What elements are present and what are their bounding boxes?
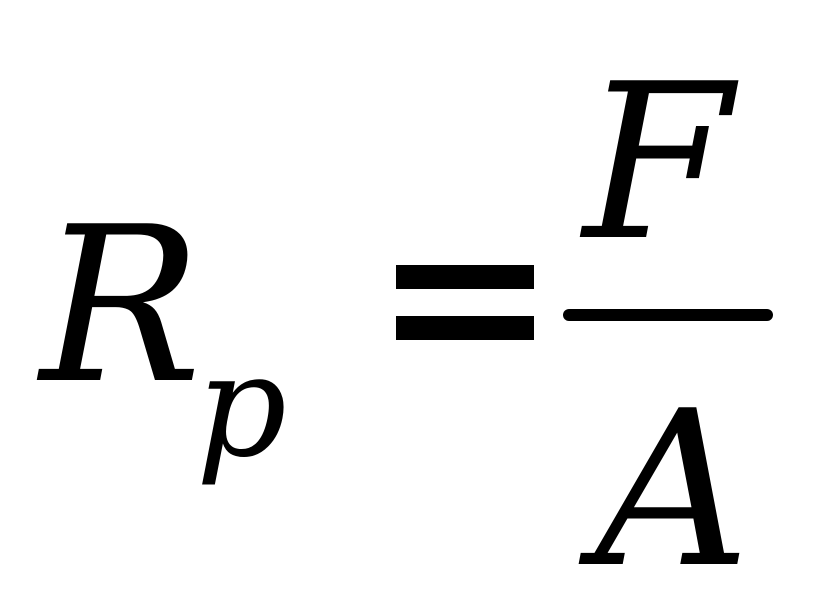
equals-sign-top-bar [396,265,534,289]
fraction-bar [563,309,773,321]
equation-operator: = [0,0,1,1]
equation-lhs-subscript: p [196,324,287,489]
fraction-denominator: A [595,364,751,608]
fraction-numerator: F [583,37,733,288]
equals-sign-bottom-bar [396,316,534,340]
equation-lhs-variable: R [40,180,202,431]
